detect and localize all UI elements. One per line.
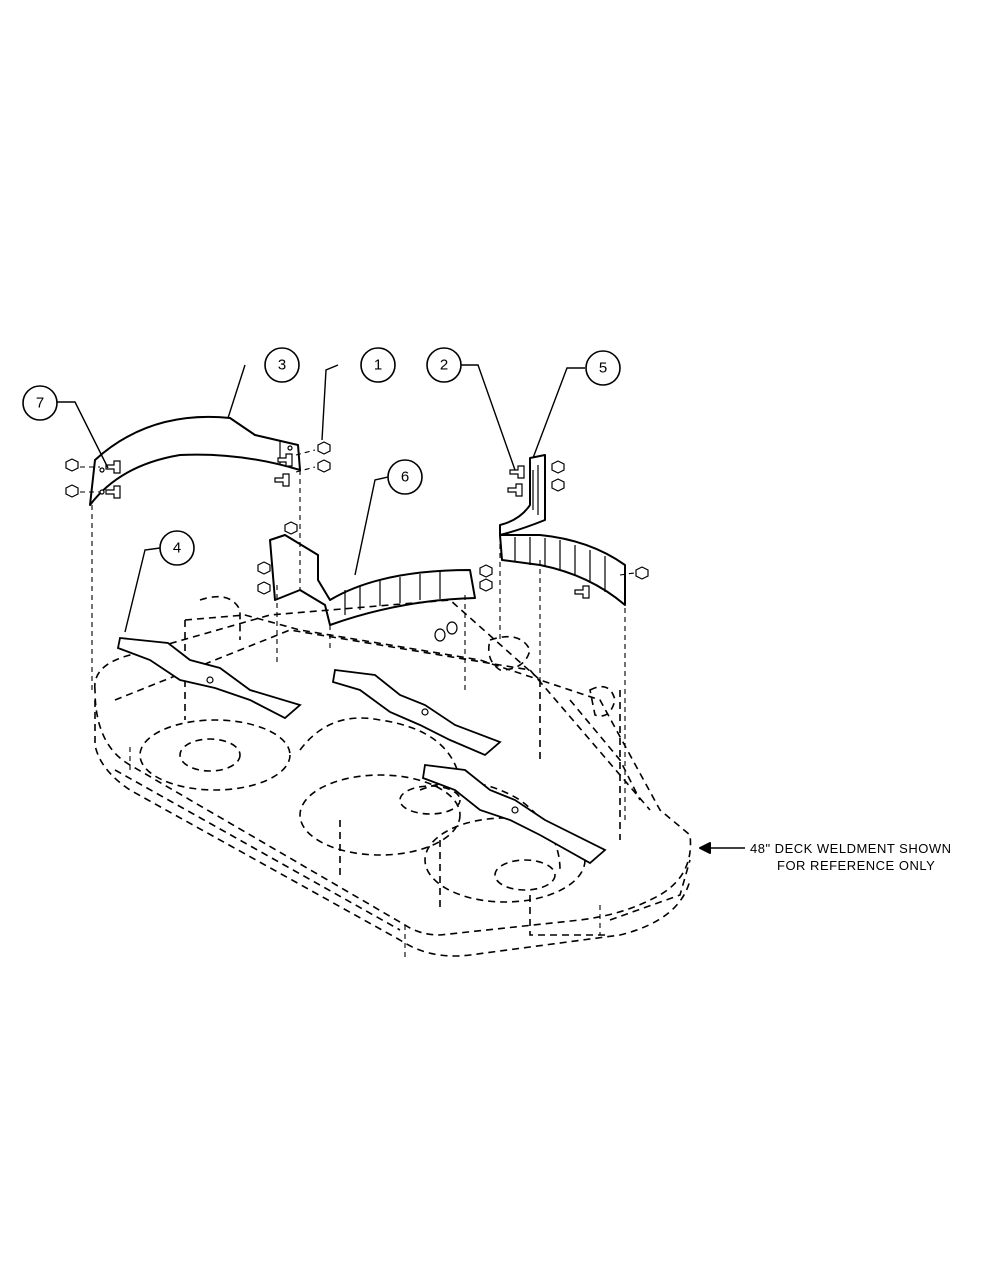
reference-note-line-2: FOR REFERENCE ONLY (777, 858, 935, 873)
balloon-4: 4 (159, 530, 195, 566)
balloon-2-label: 2 (440, 357, 448, 374)
balloon-1: 1 (360, 347, 396, 383)
reference-note: 48" DECK WELDMENT SHOWN FOR REFERENCE ON… (750, 841, 952, 873)
hardware-left-bolts (65, 458, 121, 499)
balloon-2: 2 (426, 347, 462, 383)
balloon-4-label: 4 (173, 540, 181, 557)
right-lower-baffle (499, 534, 649, 606)
balloon-1-label: 1 (374, 357, 382, 374)
balloon-5-label: 5 (599, 360, 607, 377)
part-4-blades (116, 637, 607, 865)
part-5-right-baffle (499, 454, 565, 536)
balloon-7: 7 (22, 385, 58, 421)
balloon-6: 6 (387, 459, 423, 495)
part-3-rear-baffle (89, 415, 301, 506)
balloon-7-label: 7 (36, 395, 44, 412)
part-6-center-baffle (257, 521, 493, 642)
leader-lines (57, 364, 745, 854)
reference-note-line-1: 48" DECK WELDMENT SHOWN (750, 841, 952, 856)
balloon-6-label: 6 (401, 469, 409, 486)
balloon-3-label: 3 (278, 357, 286, 374)
balloon-3: 3 (264, 347, 300, 383)
hardware-part-1 (274, 441, 331, 487)
balloon-5: 5 (585, 350, 621, 386)
deck-weldment-outline (94, 595, 692, 960)
